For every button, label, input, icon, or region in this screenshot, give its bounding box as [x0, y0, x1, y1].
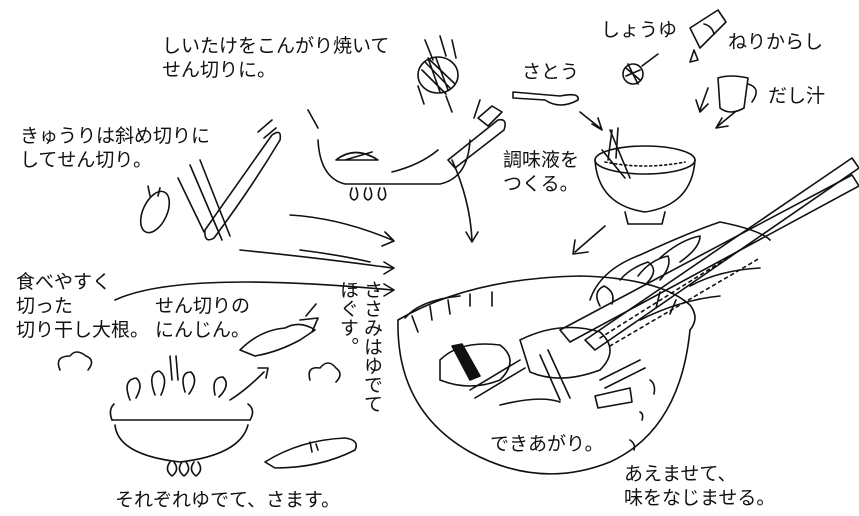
sasami-label-col1: ささみはゆでて [361, 280, 383, 413]
boiling-pot-drawing [57, 303, 358, 477]
aemasete-label-line2: 味をなじませる。 [624, 487, 776, 509]
daikon-label-line2: 切った [16, 295, 74, 317]
sato-label: さとう [522, 61, 580, 83]
shoyu-label: しょうゆ [601, 19, 678, 41]
yudete-label: それぞれゆでて、さます。 [115, 489, 341, 511]
kyuri-label-line1: きゅうりは斜め切りに [20, 125, 211, 147]
seasoning-drawings [512, 9, 757, 161]
flow-arrows [114, 214, 395, 301]
sasami-label-col2: ほぐす。 [337, 280, 359, 356]
main-bowl-drawing [397, 275, 696, 475]
ninjin-label-line1: せん切りの [155, 295, 251, 317]
shiitake-grill-drawing [307, 35, 506, 243]
daikon-label-line1: 食べやすく [16, 271, 112, 293]
shiitake-label-line1: しいたけをこんがり焼いて [162, 35, 390, 57]
dashi-label: だし汁 [768, 85, 826, 107]
daikon-label-line3: 切り干し大根。 [16, 319, 150, 341]
ninjin-label-line2: にんじん。 [155, 319, 251, 341]
cucumber-drawing [139, 119, 282, 241]
dekiagari-label: できあがり。 [490, 433, 604, 455]
hand-chopsticks-drawing [559, 157, 859, 351]
shiitake-label-line2: せん切りに。 [162, 59, 277, 81]
chomi-label-line1: 調味液を [503, 149, 580, 171]
aemasete-label-line1: あえませて、 [624, 463, 737, 485]
chomi-label-line2: つくる。 [503, 173, 579, 195]
sauce-bowl-drawing [572, 129, 696, 255]
karashi-label: ねりからし [728, 31, 824, 53]
kyuri-label-line2: してせん切り。 [20, 149, 153, 171]
